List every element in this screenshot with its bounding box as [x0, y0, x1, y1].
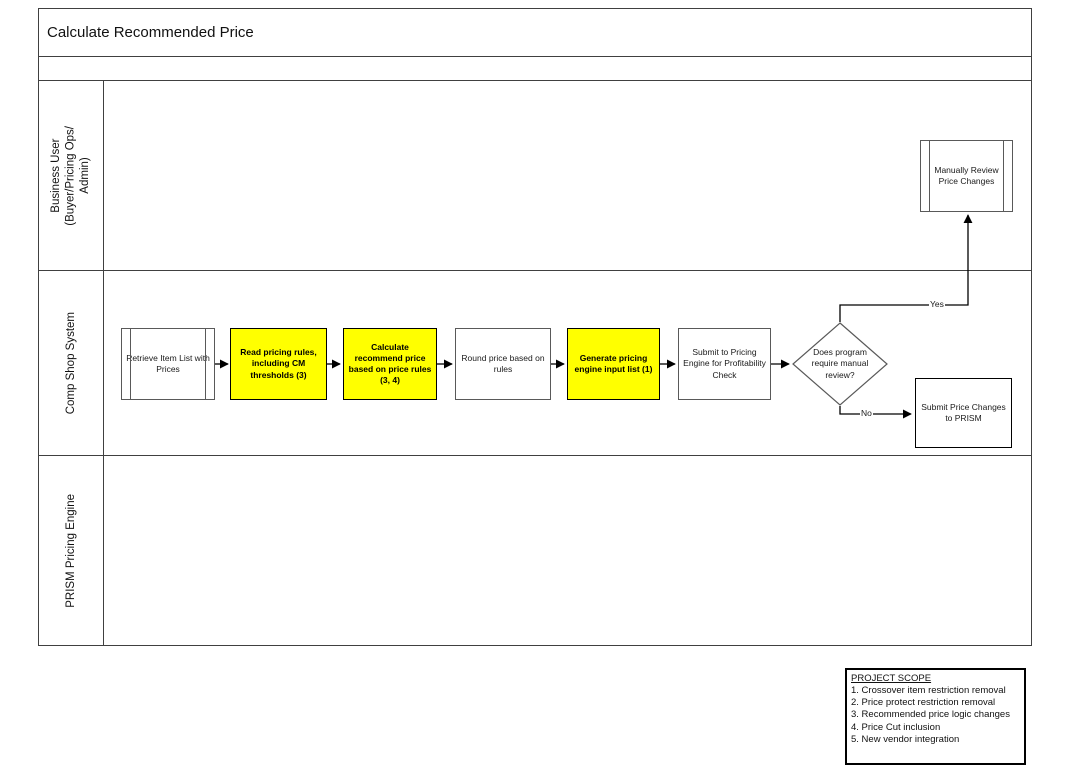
node-label: Retrieve Item List with Prices	[126, 352, 210, 374]
scope-item: 2. Price protect restriction removal	[851, 697, 996, 709]
node-label: Does program require manual review?	[811, 347, 869, 380]
node-round-price: Round price based on rules	[455, 328, 551, 400]
node-label: Manually Review Price Changes	[934, 164, 999, 186]
node-label: Submit Price Changes to PRISM	[921, 401, 1006, 423]
node-label: Round price based on rules	[461, 352, 545, 374]
scope-item: 3. Recommended price logic changes	[851, 709, 1010, 721]
node-label: Submit to Pricing Engine for Profitabili…	[683, 347, 766, 380]
lane-label-text: Comp Shop System	[64, 311, 77, 415]
diagram-title-band: Calculate Recommended Price	[39, 9, 1031, 57]
lane-label-comp-shop-system: Comp Shop System	[39, 271, 104, 455]
decision-diamond-shape	[792, 322, 888, 406]
diagram-title: Calculate Recommended Price	[47, 24, 254, 41]
lane-label-business-user: Business User (Buyer/Pricing Ops/ Admin)	[39, 81, 104, 270]
no-edge-label: No	[860, 408, 873, 418]
lane-body-prism-pricing-engine	[104, 456, 1031, 645]
node-submit-to-pricing-engine: Submit to Pricing Engine for Profitabili…	[678, 328, 771, 400]
predefined-process-bar	[130, 329, 131, 399]
diagram-frame: Calculate Recommended Price Business Use…	[38, 8, 1032, 646]
node-submit-price-changes: Submit Price Changes to PRISM	[915, 378, 1012, 448]
node-generate-input-list: Generate pricing engine input list (1)	[567, 328, 660, 400]
scope-item: 5. New vendor integration	[851, 733, 960, 745]
predefined-process-bar	[1003, 141, 1004, 211]
project-scope-box: PROJECT SCOPE 1. Crossover item restrict…	[845, 668, 1026, 765]
node-label: Generate pricing engine input list (1)	[574, 352, 653, 374]
swimlanes: Business User (Buyer/Pricing Ops/ Admin)…	[39, 81, 1031, 645]
node-label: Read pricing rules, including CM thresho…	[240, 347, 317, 380]
lane-comp-shop-system: Comp Shop System	[39, 271, 1031, 456]
scope-item: 1. Crossover item restriction removal	[851, 685, 1006, 697]
lane-body-business-user	[104, 81, 1031, 270]
yes-edge-label: Yes	[929, 299, 945, 309]
node-label: Calculate recommend price based on price…	[348, 341, 432, 386]
lane-label-text: Business User (Buyer/Pricing Ops/ Admin)	[50, 125, 92, 226]
lane-label-prism-pricing-engine: PRISM Pricing Engine	[39, 456, 104, 645]
predefined-process-bar	[929, 141, 930, 211]
lane-business-user: Business User (Buyer/Pricing Ops/ Admin)	[39, 81, 1031, 271]
scope-item: 4. Price Cut inclusion	[851, 721, 941, 733]
lane-prism-pricing-engine: PRISM Pricing Engine	[39, 456, 1031, 645]
node-retrieve-item-list: Retrieve Item List with Prices	[121, 328, 215, 400]
node-manual-review-decision: Does program require manual review?	[792, 322, 888, 406]
lane-label-text: PRISM Pricing Engine	[64, 493, 77, 608]
node-manually-review-price-changes: Manually Review Price Changes	[920, 140, 1013, 212]
project-scope-heading: PROJECT SCOPE	[851, 673, 932, 684]
predefined-process-bar	[205, 329, 206, 399]
title-spacer-band	[39, 57, 1031, 81]
node-calculate-recommend-price: Calculate recommend price based on price…	[343, 328, 437, 400]
node-read-pricing-rules: Read pricing rules, including CM thresho…	[230, 328, 327, 400]
